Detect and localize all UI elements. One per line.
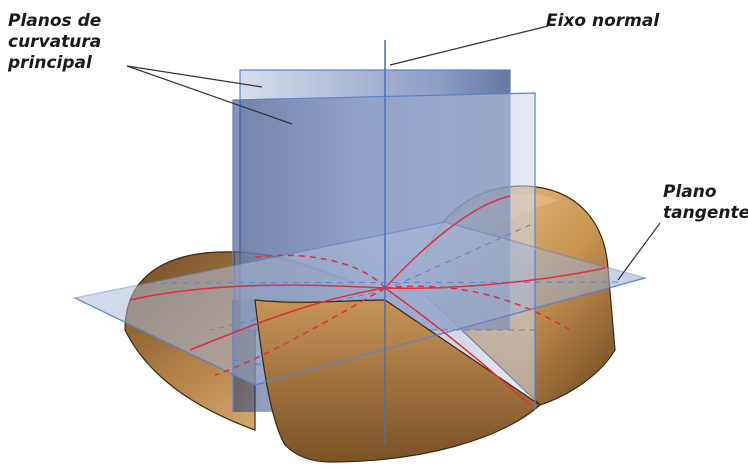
tangent-plane-label-line2: tangente	[663, 203, 748, 223]
tangent-plane-label: Plano tangente	[663, 182, 748, 223]
principal-planes-label-line1: Planos de	[8, 11, 101, 31]
normal-axis-label: Eixo normal	[546, 11, 660, 31]
label-leader-lines	[126, 25, 661, 281]
principal-planes-label: Planos de curvatura principal	[7, 11, 107, 73]
principal-planes-label-line3: principal	[7, 53, 93, 73]
tangent-plane-front-edge	[74, 277, 646, 386]
principal-curvature-curves	[129, 195, 606, 406]
tangent-plane-label-line1: Plano	[663, 182, 717, 202]
principal-planes-label-line2: curvatura	[8, 32, 101, 52]
surface-front-skirt	[254, 299, 541, 463]
